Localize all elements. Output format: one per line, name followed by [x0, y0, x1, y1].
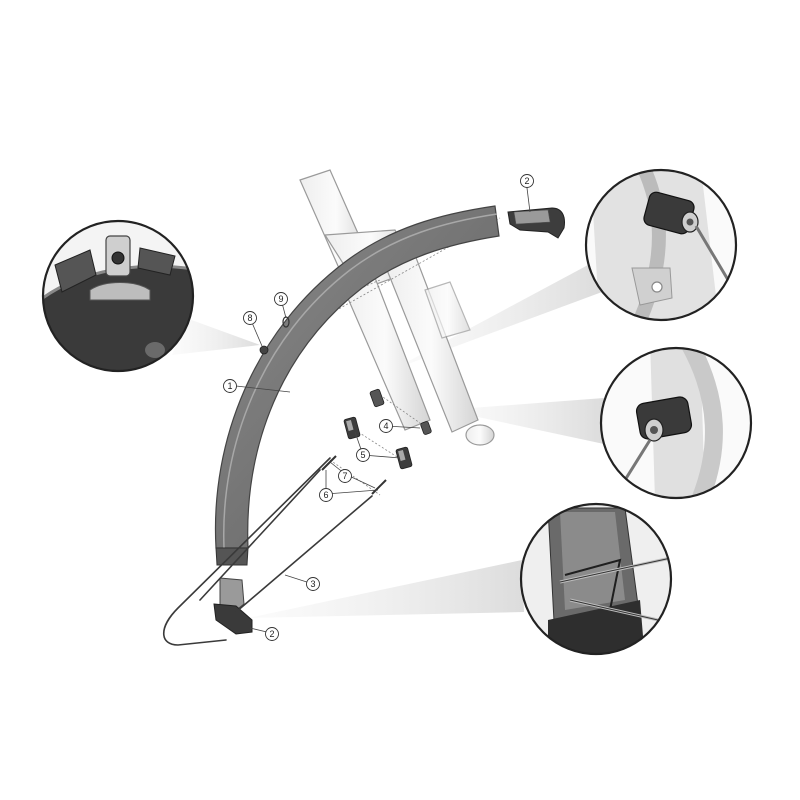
- detail-fork-eyelet: [584, 168, 738, 322]
- hardware: [259, 316, 432, 495]
- callout-6-label: 6: [323, 490, 328, 500]
- callout-2-bottom: 2: [265, 627, 279, 641]
- callout-2-bottom-label: 2: [269, 629, 274, 639]
- detail-bracket: [41, 219, 195, 373]
- callout-3-label: 3: [310, 579, 315, 589]
- detail-stay-insert: [519, 502, 673, 656]
- callout-8-label: 8: [247, 313, 252, 323]
- stay-right: [235, 495, 373, 613]
- fender: [214, 205, 500, 566]
- beam-top-left: [172, 318, 260, 355]
- callout-9-label: 9: [278, 294, 283, 304]
- callout-9: 9: [274, 292, 288, 306]
- callouts: 1 2 2 3 4 5 7 6: [223, 174, 534, 641]
- callout-1: 1: [223, 379, 237, 393]
- eyelet-nut-lower: [420, 421, 432, 435]
- mount-bolt: [259, 345, 269, 355]
- fender-stays: [162, 457, 373, 646]
- beam-bottom-right: [248, 560, 524, 618]
- bolt-left: [321, 455, 337, 471]
- callout-7-label: 7: [342, 471, 347, 481]
- callout-1-label: 1: [227, 381, 232, 391]
- detail-stay-clip: [599, 346, 753, 500]
- fender-end-cap-bottom: [215, 547, 249, 566]
- bolt-right: [371, 479, 387, 495]
- callout-7: 7: [338, 469, 352, 483]
- fender-tip-bottom: [213, 577, 253, 635]
- callout-3: 3: [306, 577, 320, 591]
- callout-5: 5: [356, 448, 370, 462]
- callout-6: 6: [319, 488, 333, 502]
- fender-tip-top: [507, 207, 565, 239]
- callout-4: 4: [379, 419, 393, 433]
- fender-edge-highlight: [223, 213, 498, 549]
- stay-clip-upper: [343, 416, 361, 440]
- callout-2-top: 2: [520, 174, 534, 188]
- stay-left: [162, 457, 331, 646]
- fork-dropout: [465, 424, 495, 446]
- callout-4-label: 4: [383, 421, 388, 431]
- callout-5-label: 5: [360, 450, 365, 460]
- callout-8: 8: [243, 311, 257, 325]
- eyelet-nut-upper: [369, 388, 385, 408]
- beam-middle-right: [445, 398, 604, 444]
- fender-body: [214, 205, 500, 549]
- frame-tube: [424, 281, 471, 339]
- callout-2-top-label: 2: [524, 176, 529, 186]
- stay-inner: [199, 469, 321, 601]
